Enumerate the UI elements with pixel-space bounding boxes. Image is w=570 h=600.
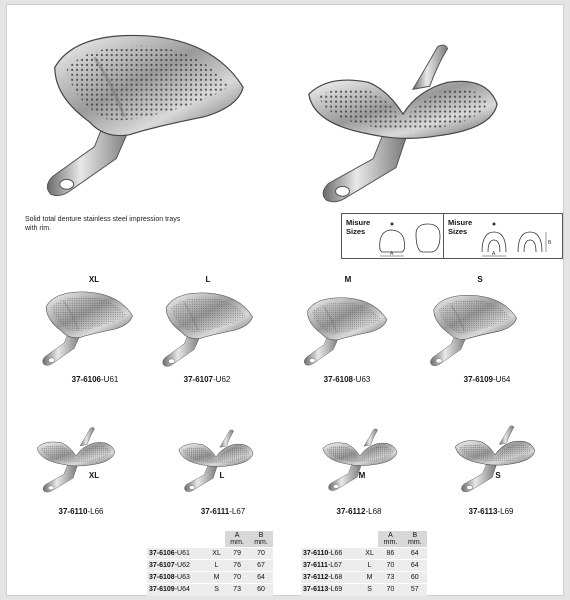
upper-tray-l-image xyxy=(157,289,257,367)
upper-code-xl: 37-6106-U61 xyxy=(71,375,119,384)
lower-size-xl: XL xyxy=(88,471,100,480)
lower-tray-m-image xyxy=(315,419,401,497)
upper-code-l: 37-6107-U62 xyxy=(183,375,231,384)
upper-tray-m-image xyxy=(299,293,391,367)
lower-tray-xl-image xyxy=(29,419,119,497)
table-header-blank xyxy=(301,531,361,548)
hero-upper-tray-image xyxy=(35,19,253,205)
dim-a-label: A xyxy=(390,251,394,257)
lower-code-s: 37-6113-L69 xyxy=(468,507,514,516)
table-header-blank xyxy=(208,531,226,548)
product-description: Solid total denture stainless steel impr… xyxy=(25,216,181,232)
size-guide-lower: Misure Sizes A B xyxy=(443,213,563,259)
upper-size-m: M xyxy=(344,275,352,284)
size-guide-label: Misure Sizes xyxy=(346,218,371,236)
upper-size-l: L xyxy=(205,275,211,284)
lower-code-xl: 37-6110-L66 xyxy=(58,507,104,516)
lower-tray-l-image xyxy=(171,421,257,497)
lower-size-m: M xyxy=(358,471,366,480)
lower-code-l: 37-6111-L67 xyxy=(200,507,246,516)
lower-code-m: 37-6112-L68 xyxy=(336,507,382,516)
table-header-blank xyxy=(360,531,379,548)
upper-tray-xl-image xyxy=(37,287,137,367)
upper-size-s: S xyxy=(477,275,483,284)
lower-size-s: S xyxy=(495,471,501,480)
lower-tray-s-image xyxy=(447,417,539,497)
upper-code-s: 37-6109-U64 xyxy=(463,375,511,384)
upper-tray-s-image xyxy=(425,291,521,367)
lower-outline-diagram-icon: A B xyxy=(481,222,552,257)
dim-a-label: A xyxy=(492,251,496,257)
dim-b-label: B xyxy=(548,240,552,246)
upper-code-m: 37-6108-U63 xyxy=(323,375,371,384)
hero-lower-tray-image xyxy=(289,31,507,207)
upper-size-xl: XL xyxy=(88,275,100,284)
size-guide-label: Misure Sizes xyxy=(448,218,473,236)
catalog-sheet: Solid total denture stainless steel impr… xyxy=(6,4,564,596)
table-header-blank xyxy=(147,531,209,548)
lower-size-l: L xyxy=(219,471,225,480)
